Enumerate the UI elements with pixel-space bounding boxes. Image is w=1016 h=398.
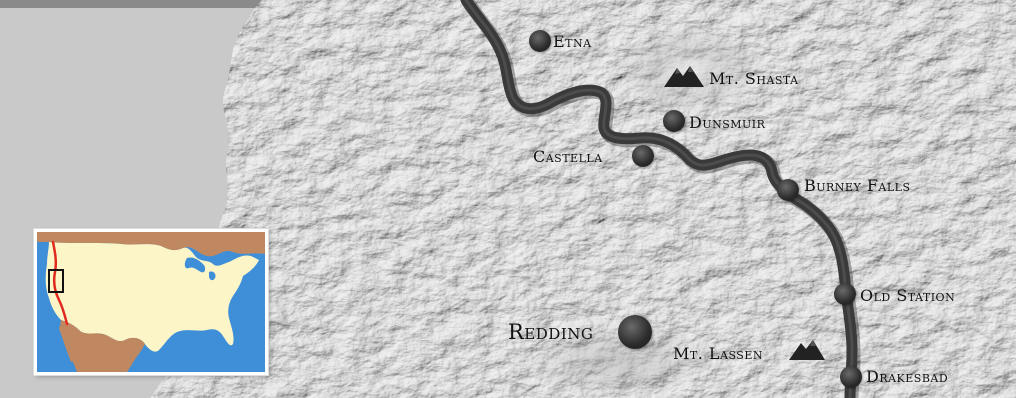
label-drakesbad: Drakesbad <box>866 367 949 386</box>
marker-old-station[interactable] <box>834 283 856 305</box>
peak-icon-lassen[interactable] <box>788 337 826 361</box>
peak-icon-shasta[interactable] <box>663 64 705 88</box>
label-old-station: Old Station <box>860 286 956 305</box>
us-overview-map <box>37 232 265 372</box>
usa-area <box>45 242 259 352</box>
marker-drakesbad[interactable] <box>840 366 862 388</box>
label-redding: Redding <box>508 320 594 344</box>
inset-trail-route <box>51 240 69 326</box>
label-burney-falls: Burney Falls <box>804 176 911 195</box>
marker-etna[interactable] <box>529 30 551 52</box>
label-mt-lassen: Mt. Lassen <box>673 344 763 363</box>
marker-burney-falls[interactable] <box>777 179 799 201</box>
great-lakes <box>184 257 216 281</box>
label-castella: Castella <box>533 147 603 166</box>
label-dunsmuir: Dunsmuir <box>689 113 766 132</box>
mexico-area <box>60 320 146 372</box>
marker-redding[interactable] <box>618 315 652 349</box>
label-etna: Etna <box>553 32 592 51</box>
marker-dunsmuir[interactable] <box>663 110 685 132</box>
label-mt-shasta: Mt. Shasta <box>709 69 799 88</box>
inset-locator-map <box>34 229 268 375</box>
canada-area <box>37 232 265 257</box>
marker-castella[interactable] <box>632 145 654 167</box>
inset-focus-box <box>48 269 64 293</box>
